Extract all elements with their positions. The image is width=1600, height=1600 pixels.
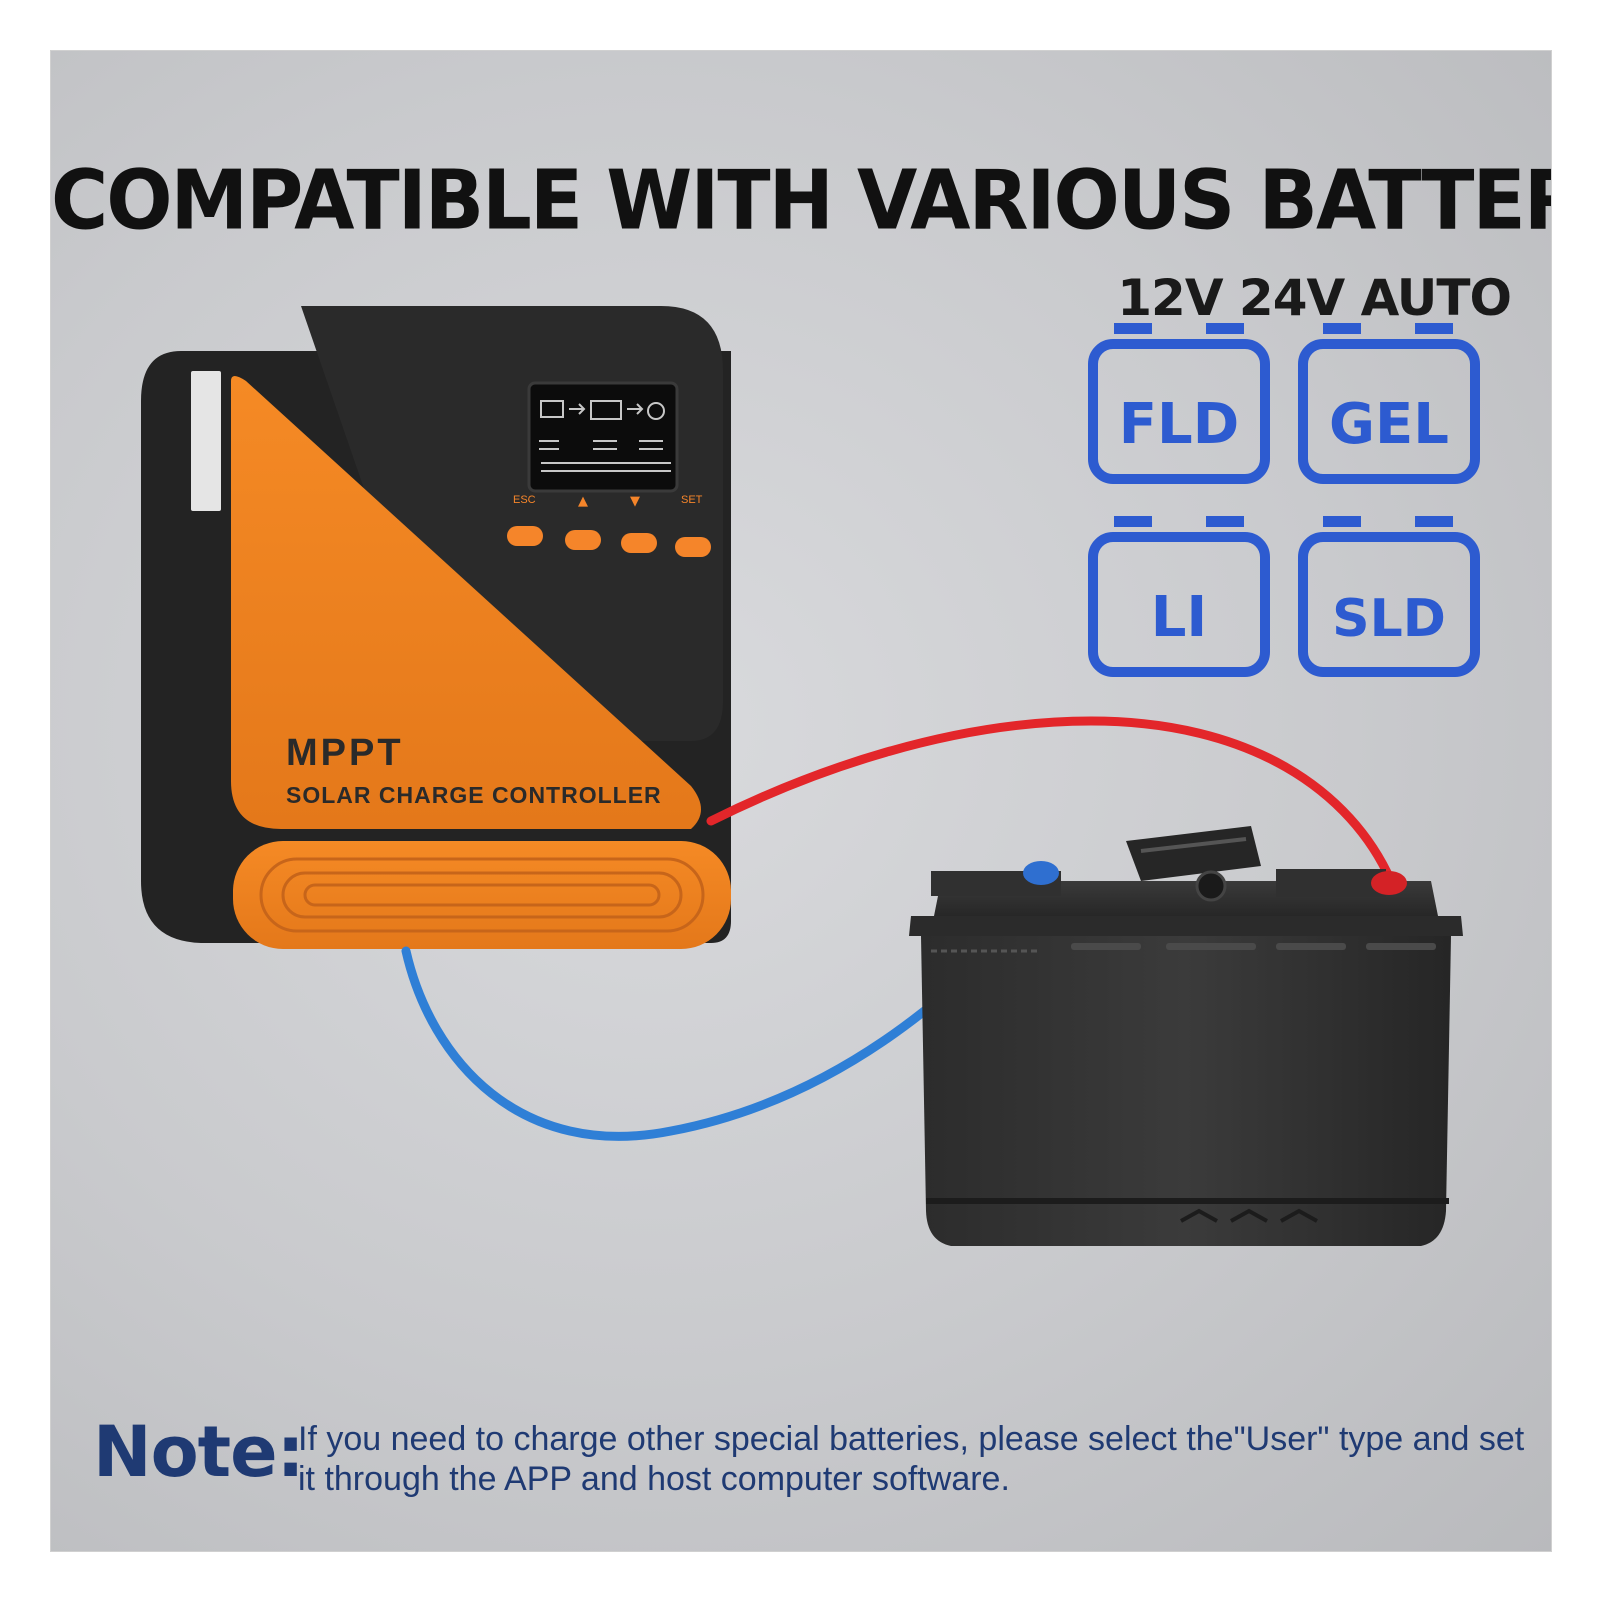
positive-terminal [1371, 871, 1407, 895]
voltage-modes: 12V 24V AUTO [1117, 269, 1512, 327]
esc-button-label: ESC [513, 494, 536, 506]
product-banner: COMPATIBLE WITH VARIOUS BATTERIES 12V 24… [50, 50, 1552, 1552]
negative-terminal [1023, 861, 1059, 885]
product-scene: MPPT SOLAR CHARGE CONTROLLER ESC ▲ ▼ SET [141, 306, 1463, 1246]
note-section: Note: If you need to charge other specia… [93, 1411, 1524, 1521]
up-button-label: ▲ [578, 494, 588, 509]
spec-sticker [191, 371, 221, 511]
red-cable [706, 716, 1396, 886]
terminal-cover [233, 841, 731, 949]
down-button-label: ▼ [630, 494, 640, 509]
set-button-label: SET [681, 494, 703, 506]
mppt-controller: MPPT SOLAR CHARGE CONTROLLER ESC ▲ ▼ SET [141, 306, 731, 949]
lcd-display [527, 381, 679, 493]
up-button[interactable] [565, 530, 601, 550]
mppt-label: MPPT [286, 732, 404, 774]
product-label: SOLAR CHARGE CONTROLLER [286, 782, 662, 808]
headline: COMPATIBLE WITH VARIOUS BATTERIES [51, 153, 1552, 249]
lcd-segments [539, 400, 671, 472]
note-text: If you need to charge other special batt… [298, 1420, 1525, 1498]
orange-face [231, 376, 701, 829]
set-button[interactable] [675, 537, 711, 557]
note-label: Note: [93, 1411, 305, 1493]
esc-button[interactable] [507, 526, 543, 546]
control-buttons: ESC ▲ ▼ SET [507, 494, 711, 557]
down-button[interactable] [621, 533, 657, 553]
car-battery [909, 826, 1463, 1246]
